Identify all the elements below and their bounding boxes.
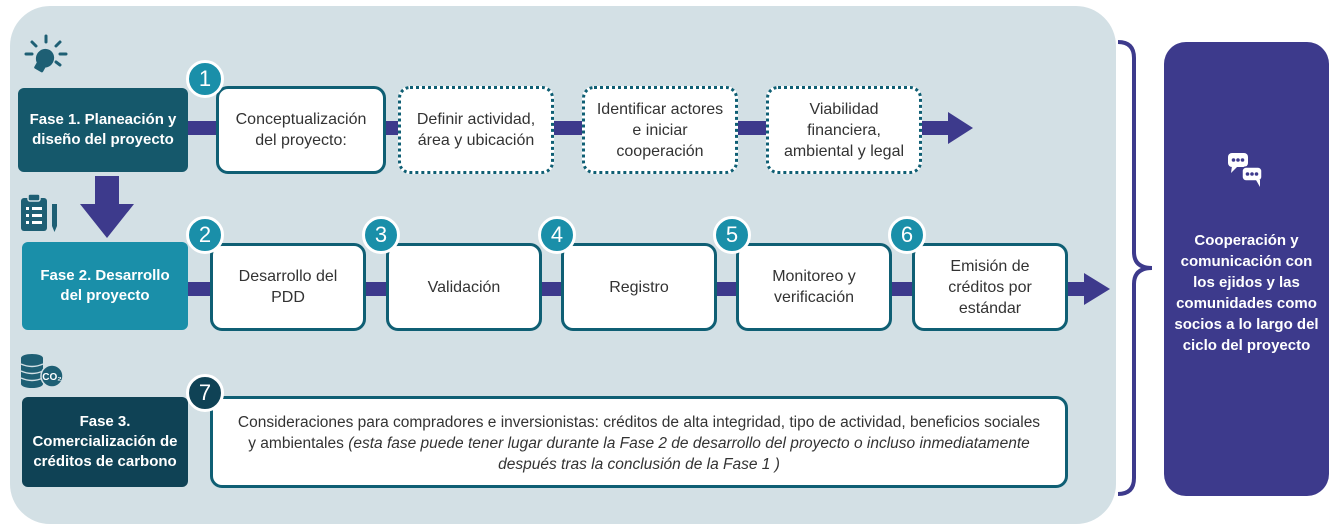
phase2-label: Fase 2. Desarrollo del proyecto <box>40 267 170 304</box>
step6-label: Emisión de créditos por estándar <box>948 257 1032 317</box>
step-number-3-text: 3 <box>374 222 388 247</box>
step-number-6: 6 <box>888 216 926 254</box>
step7-note: (esta fase puede tener lugar durante la … <box>348 435 1030 473</box>
chat-bubbles-icon <box>1228 153 1263 187</box>
phase1-label: Fase 1. Planeación y diseño del proyecto <box>29 111 177 148</box>
phase2-box: Fase 2. Desarrollo del proyecto <box>22 242 188 330</box>
step-number-4-text: 4 <box>550 222 564 247</box>
step4-registration: Registro <box>561 243 717 331</box>
phase1-box: Fase 1. Planeación y diseño del proyecto <box>18 88 188 172</box>
step5-monitoring: Monitoreo y verificación <box>736 243 892 331</box>
step-number-7-text: 7 <box>198 380 212 405</box>
step-number-2: 2 <box>186 216 224 254</box>
step-number-4: 4 <box>538 216 576 254</box>
step1a-define-activity: Definir actividad, área y ubicación <box>398 86 554 174</box>
step1-label: Conceptualización del proyecto: <box>235 111 367 149</box>
step4-label: Registro <box>609 278 669 296</box>
step-number-7: 7 <box>186 374 224 412</box>
step1b-label: Identificar actores e iniciar cooperació… <box>596 100 724 160</box>
phase-down-arrowhead <box>80 204 134 238</box>
step2-pdd: Desarrollo del PDD <box>210 243 366 331</box>
phase3-label: Fase 3. Comercialización de créditos de … <box>32 413 178 470</box>
step1a-label: Definir actividad, área y ubicación <box>416 111 536 149</box>
cooperation-text: Cooperación y comunicación con los ejido… <box>1174 232 1319 354</box>
step5-label: Monitoreo y verificación <box>772 268 856 306</box>
step-number-2-text: 2 <box>198 222 212 247</box>
cooperation-panel: Cooperación y comunicación con los ejido… <box>1164 42 1329 496</box>
svg-text:CO₂: CO₂ <box>42 372 61 383</box>
step-number-5: 5 <box>713 216 751 254</box>
step-number-1: 1 <box>186 60 224 98</box>
bracket <box>1117 40 1153 496</box>
step7-text: Consideraciones para compradores e inver… <box>237 414 1041 452</box>
step2-label: Desarrollo del PDD <box>238 268 338 306</box>
phase3-box: Fase 3. Comercialización de créditos de … <box>22 397 188 487</box>
step3-validation: Validación <box>386 243 542 331</box>
step3-label: Validación <box>427 278 501 296</box>
lightbulb-icon <box>24 34 68 73</box>
step7-commercialization: Consideraciones para compradores e inver… <box>210 396 1068 488</box>
row2-arrowhead <box>1084 273 1110 305</box>
step1c-viability: Viabilidad financiera, ambiental y legal <box>766 86 922 174</box>
clipboard-checklist-icon <box>21 193 57 232</box>
step1b-identify-actors: Identificar actores e iniciar cooperació… <box>582 86 738 174</box>
step1c-label: Viabilidad financiera, ambiental y legal <box>783 100 905 160</box>
step-number-6-text: 6 <box>900 222 914 247</box>
step6-issuance: Emisión de créditos por estándar <box>912 243 1068 331</box>
step1-conceptualization: Conceptualización del proyecto: <box>216 86 386 174</box>
step-number-5-text: 5 <box>725 222 739 247</box>
row1-arrowhead <box>948 112 973 144</box>
step-number-1-text: 1 <box>198 66 212 91</box>
step-number-3: 3 <box>362 216 400 254</box>
phase-down-connector <box>95 176 119 206</box>
carbon-coins-icon: CO₂ <box>20 354 64 388</box>
